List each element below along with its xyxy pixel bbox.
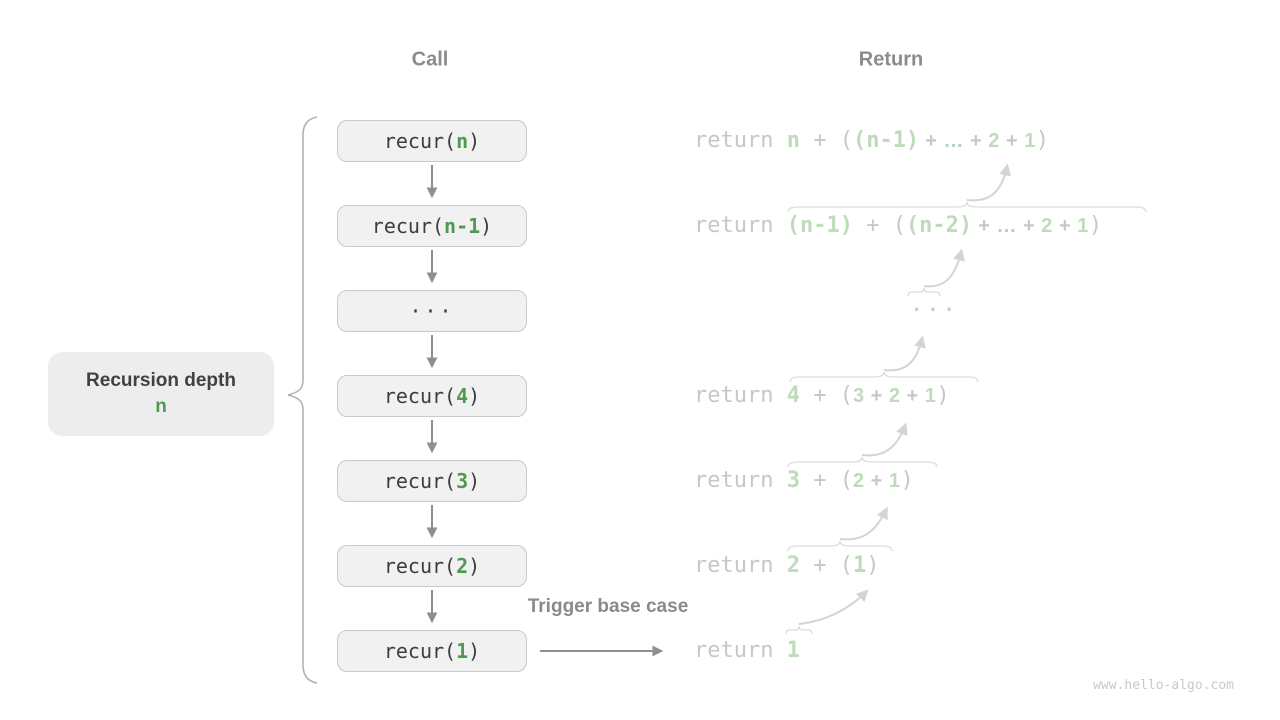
return-row-2: return 2 + (1) bbox=[694, 555, 879, 577]
call-box-recur-4: recur(4) bbox=[337, 375, 527, 417]
recursion-depth-brace bbox=[287, 116, 318, 684]
overbrace bbox=[785, 625, 813, 635]
code-token: return bbox=[694, 638, 787, 663]
overbrace bbox=[789, 371, 979, 383]
return-row-n: return n + ((n-1) + … + 2 + 1) bbox=[694, 130, 1049, 152]
return-arrow bbox=[861, 422, 908, 457]
return-row-ellipsis: ··· bbox=[910, 300, 959, 322]
code-token: 3 bbox=[786, 468, 800, 493]
code-token: + bbox=[972, 215, 997, 237]
code-token: ) bbox=[1035, 128, 1050, 153]
code-token: 4 bbox=[786, 383, 800, 408]
code-text: ) bbox=[480, 214, 493, 238]
code-token: 2 bbox=[852, 470, 865, 492]
code-token: 2 bbox=[888, 385, 901, 407]
code-token: return bbox=[694, 468, 787, 493]
code-token: 1 bbox=[924, 385, 937, 407]
return-arrow bbox=[966, 163, 1011, 202]
return-row-4: return 4 + (3 + 2 + 1) bbox=[694, 385, 950, 407]
code-token: 2 bbox=[786, 553, 800, 578]
code-token: 2 bbox=[988, 130, 1000, 152]
code-text: ) bbox=[468, 639, 481, 663]
code-text: ) bbox=[468, 384, 481, 408]
recursion-depth-value: n bbox=[155, 396, 167, 417]
code-token: + ( bbox=[799, 383, 853, 408]
code-token: 1 bbox=[888, 470, 901, 492]
code-token: 1 bbox=[1077, 215, 1089, 237]
overbrace bbox=[907, 287, 941, 297]
code-arg: n-1 bbox=[444, 214, 481, 238]
code-arg: n bbox=[456, 129, 469, 153]
code-text: recur( bbox=[383, 384, 457, 408]
call-box-recur-3: recur(3) bbox=[337, 460, 527, 502]
return-arrow bbox=[923, 248, 965, 288]
code-arg: 1 bbox=[456, 639, 469, 663]
return-column-heading: Return bbox=[858, 48, 924, 71]
call-box-ellipsis: ··· bbox=[337, 290, 527, 332]
code-text: ) bbox=[468, 554, 481, 578]
call-box-recur-n-1: recur(n-1) bbox=[337, 205, 527, 247]
call-box-recur-n: recur(n) bbox=[337, 120, 527, 162]
code-token: + bbox=[1052, 215, 1078, 237]
code-token: + bbox=[864, 470, 889, 492]
code-token: 1 bbox=[786, 638, 800, 663]
code-token: + ( bbox=[799, 468, 853, 493]
recursion-depth-label: Recursion depth n bbox=[48, 352, 274, 436]
code-token: + bbox=[919, 130, 944, 152]
code-token: + ( bbox=[799, 128, 853, 153]
code-token: 3 bbox=[852, 385, 865, 407]
return-row-3: return 3 + (2 + 1) bbox=[694, 470, 914, 492]
code-text: ··· bbox=[409, 299, 455, 323]
code-token: (n-1) bbox=[786, 213, 853, 238]
code-text: recur( bbox=[383, 469, 457, 493]
return-arrow bbox=[839, 506, 888, 541]
code-token: return bbox=[694, 553, 787, 578]
code-token: + bbox=[999, 130, 1025, 152]
code-arg: 4 bbox=[456, 384, 469, 408]
code-text: recur( bbox=[383, 639, 457, 663]
call-column-heading: Call bbox=[411, 48, 449, 71]
code-token: n bbox=[786, 128, 800, 153]
code-token: return bbox=[694, 213, 787, 238]
call-box-recur-1: recur(1) bbox=[337, 630, 527, 672]
code-token: + bbox=[900, 385, 925, 407]
call-box-recur-2: recur(2) bbox=[337, 545, 527, 587]
code-token: ) bbox=[936, 383, 950, 408]
return-arrow bbox=[798, 589, 869, 625]
recursion-depth-text: Recursion depth bbox=[86, 370, 236, 391]
code-token: return bbox=[694, 128, 787, 153]
code-token: + bbox=[864, 385, 889, 407]
code-text: ) bbox=[468, 129, 481, 153]
code-token: 1 bbox=[852, 553, 867, 578]
code-arg: 2 bbox=[456, 554, 469, 578]
code-token: ··· bbox=[910, 298, 959, 323]
overbrace bbox=[787, 456, 938, 468]
code-token: return bbox=[694, 383, 787, 408]
code-text: recur( bbox=[371, 214, 445, 238]
code-text: ) bbox=[468, 469, 481, 493]
code-arg: 3 bbox=[456, 469, 469, 493]
code-token: (n-1) bbox=[852, 128, 920, 153]
code-token: … bbox=[943, 130, 964, 152]
watermark-url: www.hello-algo.com bbox=[1093, 678, 1234, 693]
code-text: recur( bbox=[383, 554, 457, 578]
code-token: (n-2) bbox=[905, 213, 973, 238]
return-row-1: return 1 bbox=[694, 640, 800, 662]
code-token: 1 bbox=[1024, 130, 1036, 152]
overbrace bbox=[787, 201, 1147, 213]
code-token: … bbox=[996, 215, 1017, 237]
trigger-base-case-label: Trigger base case bbox=[527, 596, 689, 617]
code-token: ) bbox=[866, 553, 880, 578]
code-token: + bbox=[1016, 215, 1042, 237]
code-token: + ( bbox=[799, 553, 853, 578]
code-token: ) bbox=[900, 468, 914, 493]
code-token: ) bbox=[1088, 213, 1103, 238]
code-token: 2 bbox=[1041, 215, 1053, 237]
code-token: + ( bbox=[852, 213, 906, 238]
code-token: + bbox=[963, 130, 989, 152]
return-arrow bbox=[883, 335, 926, 372]
return-row-n-1: return (n-1) + ((n-2) + … + 2 + 1) bbox=[694, 215, 1102, 237]
overbrace bbox=[787, 540, 893, 552]
code-text: recur( bbox=[383, 129, 457, 153]
